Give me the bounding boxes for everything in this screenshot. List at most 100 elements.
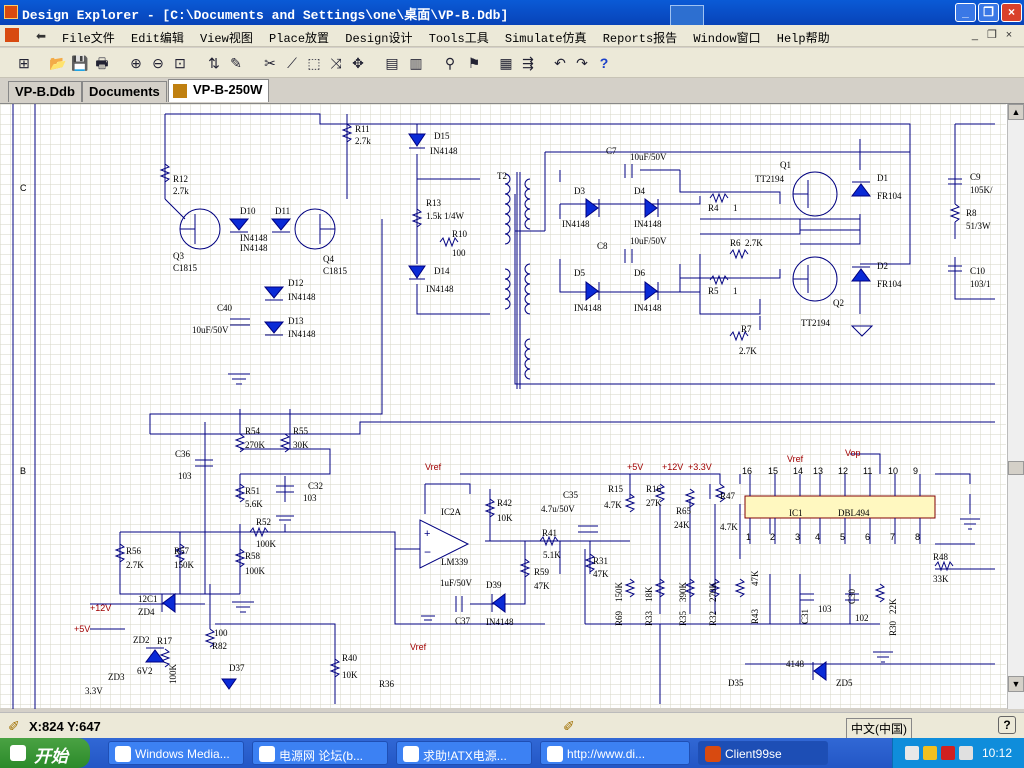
taskbar: 开始 Windows Media... 电源网 论坛(b... 求助!ATX电源… [0, 738, 1024, 768]
select-area-icon[interactable]: ⬚ [307, 55, 321, 71]
help-question-icon[interactable]: ? [599, 55, 609, 71]
task-windows-media[interactable]: Windows Media... [108, 741, 244, 765]
scroll-up-button[interactable]: ▲ [1008, 104, 1024, 120]
app-icon[interactable] [4, 5, 18, 19]
part-label-r58v: 100K [245, 566, 266, 576]
part-label-r16: R16 [646, 484, 662, 494]
schematic-canvas[interactable]: C B [0, 103, 1024, 709]
task-forum[interactable]: 电源网 论坛(b... [252, 741, 388, 765]
menu-help[interactable]: Help帮助 [776, 32, 830, 46]
part-label-r10v: 100 [452, 248, 466, 258]
open-folder-icon[interactable]: 📂 [49, 55, 67, 71]
part-label-r55v: 30K [293, 440, 309, 450]
document-icon[interactable] [5, 28, 19, 42]
menu-place[interactable]: Place放置 [269, 32, 330, 46]
part-label-c10: C10 [970, 266, 986, 276]
part-label-q4: Q4 [323, 254, 334, 264]
scroll-thumb[interactable] [1008, 461, 1024, 475]
add-library-icon[interactable]: ▥ [409, 55, 423, 71]
cut-icon[interactable]: ✂ [264, 55, 276, 71]
browse-library-icon[interactable]: ▤ [385, 55, 399, 71]
part-label-r65v: 24K [674, 520, 690, 530]
close-button[interactable]: × [1001, 3, 1022, 22]
part-label-r69: R69 [614, 610, 624, 626]
explorer-arrow-icon[interactable]: ⬅ [36, 29, 47, 43]
part-label-zd2v: 6V2 [137, 666, 153, 676]
part-label-d39: D39 [486, 580, 502, 590]
schematic-drawing[interactable]: C B [0, 104, 1006, 709]
antivirus-icon[interactable] [941, 746, 955, 760]
tray-arrow-icon[interactable] [905, 746, 919, 760]
menu-design[interactable]: Design设计 [345, 32, 413, 46]
part-label-d11: D11 [275, 206, 290, 216]
tab-vp-b-ddb[interactable]: VP-B.Ddb [8, 81, 82, 102]
start-button[interactable]: 开始 [0, 738, 90, 768]
task-atx-help[interactable]: 求助!ATX电源... [396, 741, 532, 765]
security-shield-icon[interactable] [923, 746, 937, 760]
part-label-r41v: 5.1K [543, 550, 561, 560]
save-icon[interactable]: 💾 [71, 55, 89, 71]
menu-file[interactable]: File文件 [62, 32, 115, 46]
redo-icon[interactable]: ↷ [576, 55, 588, 71]
compile-icon[interactable]: ▦ [499, 55, 513, 71]
input-method-indicator[interactable]: 中文(中国) [846, 718, 912, 739]
part-label-r69v: 150K [614, 582, 624, 603]
part-label-r12v: 2.7k [173, 186, 189, 196]
net-label-vref-a: Vref [425, 462, 442, 472]
doc-close-button[interactable]: × [1005, 29, 1013, 41]
part-label-r17v: 100K [168, 664, 178, 685]
zoom-out-icon[interactable]: ⊖ [152, 55, 164, 71]
tray-app-icon[interactable] [959, 746, 973, 760]
tab-documents[interactable]: Documents [82, 81, 167, 102]
cross-probe-icon[interactable]: ✎ [230, 55, 242, 71]
part-label-c8: C8 [597, 241, 608, 251]
zoom-in-icon[interactable]: ⊕ [130, 55, 142, 71]
doc-restore-button[interactable]: ❐ [987, 29, 997, 41]
minimize-button[interactable]: _ [955, 3, 976, 22]
restore-button[interactable]: ❐ [978, 3, 999, 22]
paste-icon[interactable]: ⟋ [287, 55, 297, 71]
part-label-d4v: IN4148 [634, 219, 662, 229]
help-icon[interactable]: ? [998, 716, 1016, 734]
part-label-c10v: 103/1 [970, 279, 991, 289]
move-icon[interactable]: ✥ [352, 55, 364, 71]
part-label-r42: R42 [497, 498, 512, 508]
menu-simulate[interactable]: Simulate仿真 [504, 32, 587, 46]
menu-view[interactable]: View视图 [200, 32, 253, 46]
menu-tools[interactable]: Tools工具 [428, 32, 489, 46]
browser-icon [259, 746, 275, 762]
tab-vp-b-250w[interactable]: VP-B-250W [168, 79, 270, 102]
menu-reports[interactable]: Reports报告 [602, 32, 678, 46]
print-icon[interactable]: 🖶 [95, 55, 109, 71]
menu-window[interactable]: Window窗口 [693, 32, 761, 46]
part-label-r6v: 2.7K [745, 238, 763, 248]
hierarchy-up-down-icon[interactable]: ⇅ [208, 55, 220, 71]
part-label-r57v: 150K [174, 560, 195, 570]
scroll-down-button[interactable]: ▼ [1008, 676, 1024, 692]
part-label-ic1: IC1 [789, 508, 803, 518]
task-client99se[interactable]: Client99se [698, 741, 828, 765]
part-label-tt2194a: TT2194 [755, 174, 784, 184]
part-label-c9v: 105K/ [970, 185, 993, 195]
svg-text:12: 12 [838, 466, 848, 476]
vertical-scrollbar[interactable]: ▲ ▼ [1007, 104, 1024, 709]
part-label-q2: Q2 [833, 298, 844, 308]
net-label-5v-b: +5V [627, 462, 643, 472]
browser-icon [403, 746, 419, 762]
zoom-fit-icon[interactable]: ⊡ [174, 55, 186, 71]
netlist-icon[interactable]: ⇶ [522, 55, 534, 71]
design-tree-icon[interactable]: ⊞ [18, 55, 30, 71]
doc-minimize-button[interactable]: _ [971, 29, 978, 41]
menu-edit[interactable]: Edit编辑 [131, 32, 184, 46]
part-label-r52v: 100K [256, 539, 277, 549]
part-label-c31: C31 [800, 609, 810, 624]
svg-text:10: 10 [888, 466, 898, 476]
part-label-t2: T2 [497, 171, 507, 181]
undo-icon[interactable]: ↶ [554, 55, 566, 71]
deselect-icon[interactable]: ⤨ [330, 55, 342, 71]
part-label-c35v: 4.7u/50V [541, 504, 575, 514]
task-http[interactable]: http://www.di... [540, 741, 690, 765]
place-flag-icon[interactable]: ⚑ [467, 55, 481, 71]
svg-text:2: 2 [770, 532, 775, 542]
probe-icon[interactable]: ⚲ [444, 55, 456, 71]
